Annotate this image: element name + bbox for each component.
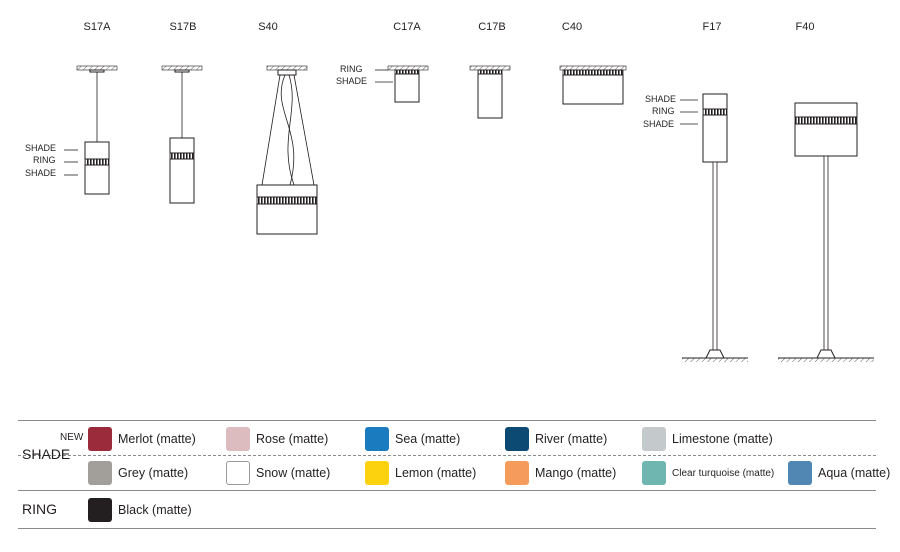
swatch-label: Limestone (matte) <box>672 432 773 446</box>
product-diagram: S17A S17B S40 C17A C17B C40 F17 F40 SHAD… <box>25 21 874 362</box>
part-label-shade: SHADE <box>25 168 56 178</box>
legend-ring-divider <box>18 490 876 491</box>
lamp-f40 <box>778 102 874 362</box>
color-chip <box>88 461 112 485</box>
lamp-s17b <box>161 65 203 204</box>
swatch-label: Snow (matte) <box>256 466 331 480</box>
color-chip <box>88 427 112 451</box>
swatch-label: Clear turquoise (matte) <box>672 467 775 479</box>
model-label-c17b: C17B <box>478 21 506 33</box>
color-chip <box>788 461 812 485</box>
swatch-limestone: Limestone (matte) <box>642 426 773 452</box>
swatch-label: Grey (matte) <box>118 466 189 480</box>
legend-top-divider <box>18 420 876 421</box>
lamp-c17b <box>469 65 511 119</box>
color-chip <box>365 461 389 485</box>
swatch-label: River (matte) <box>535 432 608 446</box>
model-label-c40: C40 <box>562 21 582 33</box>
swatch-label: Lemon (matte) <box>395 466 477 480</box>
color-chip <box>642 461 666 485</box>
swatch-rose: Rose (matte) <box>226 426 328 452</box>
swatch-black: Black (matte) <box>88 497 192 523</box>
color-chip <box>226 461 250 485</box>
part-label-shade: SHADE <box>336 76 367 86</box>
swatch-mango: Mango (matte) <box>505 460 616 486</box>
part-label-ring: RING <box>33 155 56 165</box>
color-chip <box>642 427 666 451</box>
model-label-s40: S40 <box>258 21 278 33</box>
model-label-s17b: S17B <box>170 21 197 33</box>
ring-section-label: RING <box>22 501 57 517</box>
lamp-f17 <box>680 93 748 362</box>
color-legend: SHADE NEW RING Merlot (matte) Rose (matt… <box>0 418 900 552</box>
lamp-s17a <box>64 65 118 195</box>
part-label-shade: SHADE <box>645 94 676 104</box>
lamp-c17a <box>375 65 429 103</box>
part-label-ring: RING <box>652 106 675 116</box>
legend-bottom-divider <box>18 528 876 529</box>
swatch-sea: Sea (matte) <box>365 426 460 452</box>
swatch-label: Sea (matte) <box>395 432 461 446</box>
swatch-river: River (matte) <box>505 426 607 452</box>
color-chip <box>505 427 529 451</box>
shade-section-label: SHADE <box>22 446 71 462</box>
color-chip <box>226 427 250 451</box>
part-label-shade: SHADE <box>643 119 674 129</box>
swatch-label: Merlot (matte) <box>118 432 196 446</box>
lamp-s40 <box>256 65 318 235</box>
color-chip <box>88 498 112 522</box>
swatch-lemon: Lemon (matte) <box>365 460 476 486</box>
swatch-label: Aqua (matte) <box>818 466 891 480</box>
swatch-merlot: Merlot (matte) <box>88 426 196 452</box>
model-label-c17a: C17A <box>393 21 421 33</box>
swatch-clear-turquoise: Clear turquoise (matte) <box>642 460 774 486</box>
swatch-grey: Grey (matte) <box>88 460 188 486</box>
legend-shade-divider <box>18 455 876 456</box>
lamp-c40 <box>559 65 627 105</box>
part-label-ring: RING <box>340 64 363 74</box>
swatch-snow: Snow (matte) <box>226 460 330 486</box>
model-label-s17a: S17A <box>84 21 112 33</box>
model-label-f40: F40 <box>796 21 815 33</box>
color-chip <box>365 427 389 451</box>
swatch-aqua: Aqua (matte) <box>788 460 890 486</box>
swatch-label: Rose (matte) <box>256 432 329 446</box>
swatch-label: Black (matte) <box>118 503 192 517</box>
part-label-shade: SHADE <box>25 143 56 153</box>
model-label-f17: F17 <box>703 21 722 33</box>
color-chip <box>505 461 529 485</box>
swatch-label: Mango (matte) <box>535 466 617 480</box>
new-badge: NEW <box>60 432 84 443</box>
